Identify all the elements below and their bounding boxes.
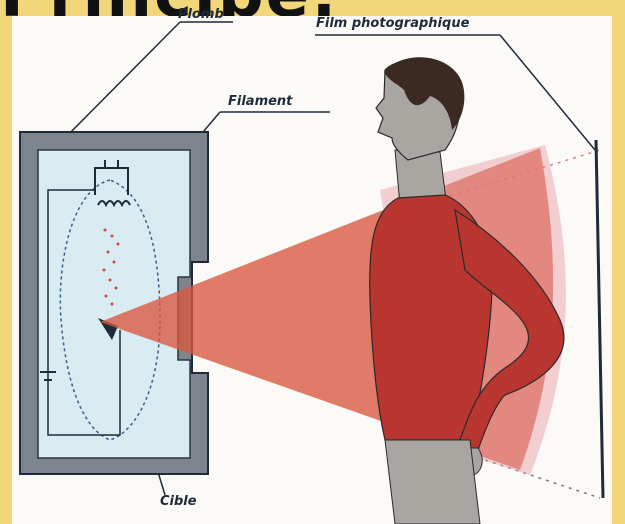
lead-leader-line-diagonal: [55, 22, 180, 148]
label-target: Cible: [160, 494, 197, 509]
film-plate-icon: [596, 140, 603, 498]
figure-legs: [385, 440, 480, 524]
label-lead: Plomb: [178, 7, 224, 22]
label-filament: Filament: [228, 94, 292, 109]
film-leader-line-diagonal: [500, 35, 595, 150]
label-film: Film photographique: [316, 16, 469, 31]
